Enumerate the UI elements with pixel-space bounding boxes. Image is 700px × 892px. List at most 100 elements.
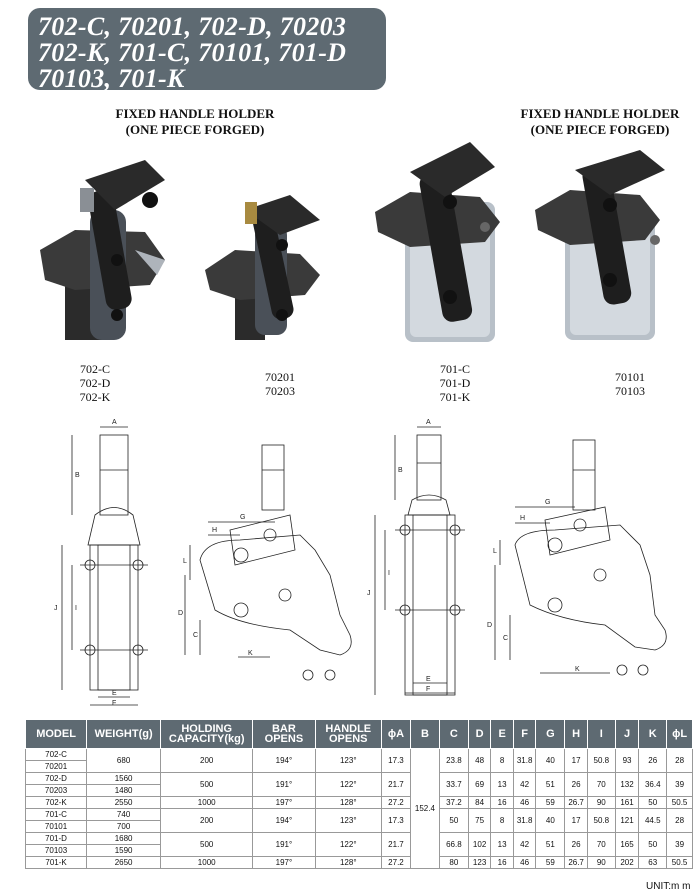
col-f: F: [512, 719, 537, 749]
cell-k: 63: [638, 856, 668, 869]
cell-c: 80: [438, 856, 469, 869]
cell-g: 59: [535, 796, 566, 809]
cell-weight: 740: [86, 808, 162, 821]
cell-holding-capacity: 500: [160, 832, 254, 857]
cell-f: 46: [512, 796, 537, 809]
spec-table: MODEL WEIGHT(g) HOLDING CAPACITY(kg) BAR…: [24, 719, 693, 869]
cell-g: 40: [535, 808, 566, 833]
cell-i: 90: [586, 796, 616, 809]
cell-h: 17: [564, 808, 588, 833]
cell-g: 59: [535, 856, 566, 869]
dim-c-2: C: [193, 632, 198, 639]
cell-a: 21.7: [380, 772, 411, 797]
cell-c: 37.2: [438, 796, 469, 809]
dim-a-1: A: [112, 419, 117, 426]
cell-d: 69: [467, 772, 492, 797]
col-i: I: [586, 719, 616, 749]
col-d: D: [467, 719, 492, 749]
label-70101-group: 70101 70103: [590, 370, 670, 398]
spec-table-header: MODEL WEIGHT(g) HOLDING CAPACITY(kg) BAR…: [24, 719, 693, 749]
cell-d: 123: [467, 856, 492, 869]
cell-bar-opens: 191°: [252, 832, 316, 857]
col-b: B: [409, 719, 440, 749]
cell-handle-opens: 122°: [314, 832, 382, 857]
cell-k: 44.5: [638, 808, 668, 833]
col-bar-opens: BAR OPENS: [252, 719, 316, 749]
cell-l: 39: [666, 832, 693, 857]
cell-bar-opens: 194°: [252, 808, 316, 833]
cell-e: 8: [490, 808, 514, 833]
dim-d-2: D: [178, 610, 183, 617]
dim-l-4: L: [493, 548, 497, 555]
dim-f-1: F: [112, 700, 116, 707]
cell-j: 132: [614, 772, 640, 797]
col-weight: WEIGHT(g): [86, 719, 162, 749]
cell-f: 46: [512, 856, 537, 869]
dim-i-3: I: [388, 570, 390, 577]
label-70103: 70103: [615, 384, 645, 398]
col-j: J: [614, 719, 640, 749]
cell-model: 702-K: [24, 796, 88, 809]
cell-weight: 1680: [86, 832, 162, 845]
cell-weight: 2650: [86, 856, 162, 869]
cell-d: 75: [467, 808, 492, 833]
caption-right: FIXED HANDLE HOLDER (ONE PIECE FORGED): [520, 106, 680, 137]
cell-l: 39: [666, 772, 693, 797]
cell-l: 50.5: [666, 856, 693, 869]
cell-weight: 680: [86, 748, 162, 773]
label-701-k: 701-K: [439, 390, 471, 404]
product-photo-70201: [205, 195, 320, 340]
product-photo-701: [375, 142, 500, 342]
cell-d: 84: [467, 796, 492, 809]
caption-left: FIXED HANDLE HOLDER (ONE PIECE FORGED): [115, 106, 275, 137]
unit-note: UNIT:m m: [646, 881, 691, 892]
cell-handle-opens: 123°: [314, 808, 382, 833]
cell-handle-opens: 123°: [314, 748, 382, 773]
title-banner: 702-C, 70201, 702-D, 70203 702-K, 701-C,…: [28, 8, 386, 93]
cell-model: 702-D: [24, 772, 88, 785]
label-70201: 70201: [265, 370, 295, 384]
dim-d-4: D: [487, 622, 492, 629]
cell-e: 13: [490, 832, 514, 857]
cell-g: 40: [535, 748, 566, 773]
cell-j: 165: [614, 832, 640, 857]
cell-b: 152.4: [409, 748, 440, 869]
cell-weight: 1590: [86, 844, 162, 857]
dim-i-1: I: [75, 605, 77, 612]
dim-l-2: L: [183, 558, 187, 565]
col-handle-opens: HANDLE OPENS: [314, 719, 382, 749]
dim-f-3: F: [426, 686, 430, 693]
drawing-701-front: A B J I E F: [367, 419, 465, 696]
dim-h-2: H: [212, 527, 217, 534]
col-c: C: [438, 719, 469, 749]
dim-k-2: K: [248, 650, 253, 657]
cell-i: 50.8: [586, 808, 616, 833]
col-e: E: [490, 719, 514, 749]
cell-model: 70103: [24, 844, 88, 857]
cell-k: 36.4: [638, 772, 668, 797]
cell-f: 42: [512, 832, 537, 857]
title-line-1: 702-C, 70201, 702-D, 70203: [38, 12, 347, 41]
cell-a: 17.3: [380, 808, 411, 833]
cell-model: 70201: [24, 760, 88, 773]
cell-h: 26: [564, 832, 588, 857]
cell-handle-opens: 128°: [314, 856, 382, 869]
cell-i: 70: [586, 772, 616, 797]
cell-e: 13: [490, 772, 514, 797]
label-701-d: 701-D: [439, 376, 471, 390]
drawing-702-front: A B J I E F: [54, 419, 148, 707]
col-h: H: [564, 719, 588, 749]
label-701-c: 701-C: [440, 362, 470, 376]
dim-h-4: H: [520, 515, 525, 522]
cell-f: 31.8: [512, 808, 537, 833]
cell-bar-opens: 197°: [252, 856, 316, 869]
dim-c-4: C: [503, 635, 508, 642]
drawing-701-side: G H L D C K: [487, 439, 667, 676]
cell-j: 121: [614, 808, 640, 833]
